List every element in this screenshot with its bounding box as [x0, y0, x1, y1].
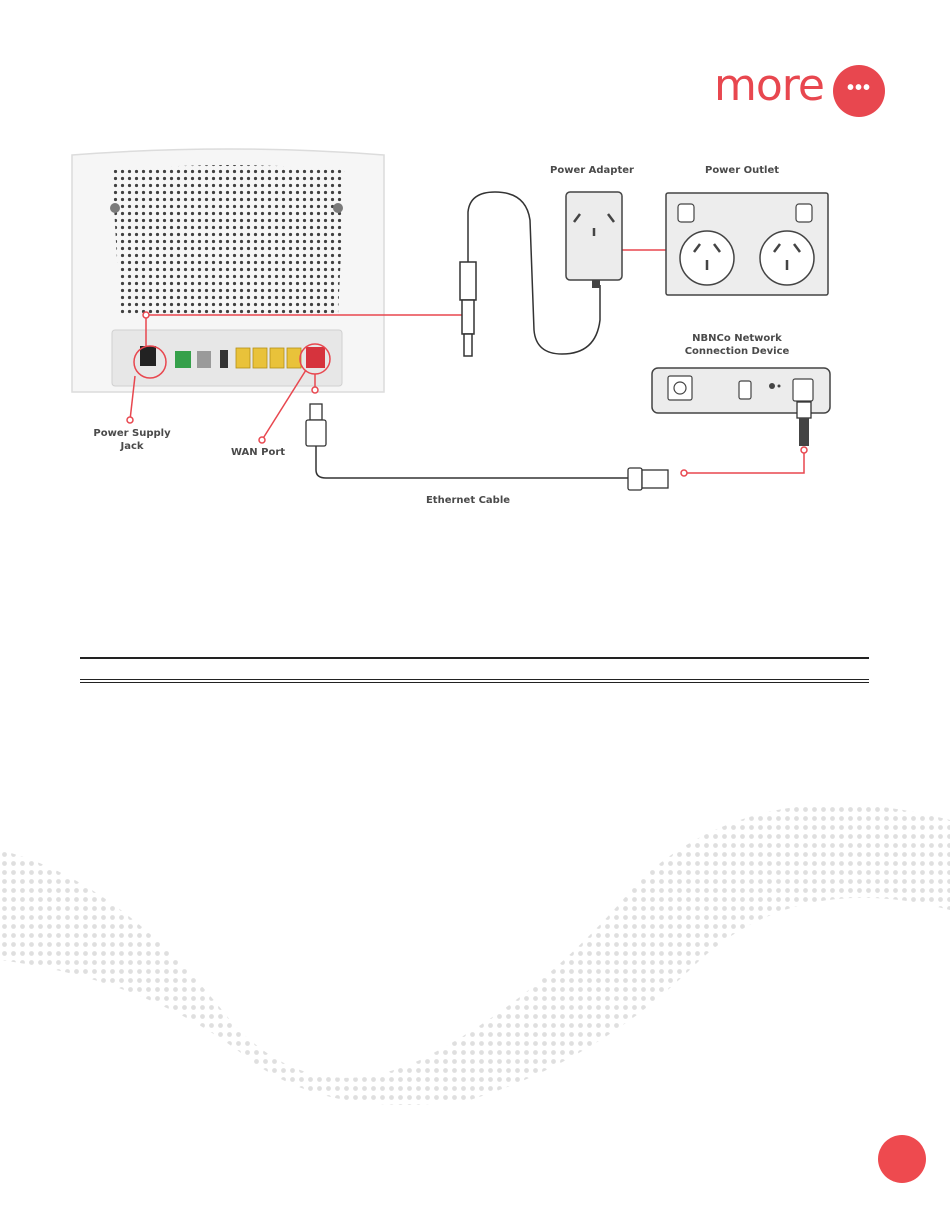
- wan-port: [306, 347, 325, 368]
- divider-top: [80, 657, 869, 659]
- power-outlet: [666, 193, 828, 295]
- nbn-device-label: NBNCo Network Connection Device: [672, 332, 802, 358]
- wan-port-label: WAN Port: [220, 446, 296, 459]
- logo-dots-icon: •••: [833, 65, 885, 117]
- divider-bottom: [80, 679, 869, 683]
- power-jack-port: [140, 346, 156, 366]
- power-adapter-label: Power Adapter: [546, 164, 638, 177]
- decorative-dot-wave: [0, 760, 950, 1120]
- diagram-artwork: [0, 140, 950, 520]
- screw-hole-icon: [333, 203, 343, 213]
- page-marker-dot: [878, 1135, 926, 1183]
- screw-hole-icon: [110, 203, 120, 213]
- power-adapter: [566, 192, 622, 288]
- power-supply-jack-label: Power Supply Jack: [92, 427, 172, 453]
- ethernet-cable-label: Ethernet Cable: [416, 494, 520, 507]
- dsl-port: [197, 351, 211, 368]
- ethernet-cable: [306, 402, 811, 490]
- connection-diagram: Power Adapter Power Outlet NBNCo Network…: [0, 140, 950, 520]
- more-logo: more •••: [714, 64, 886, 120]
- power-outlet-label: Power Outlet: [696, 164, 788, 177]
- usb-port: [220, 350, 228, 368]
- modem-rear: [72, 149, 384, 392]
- telephone-port: [175, 351, 191, 368]
- logo-wordmark: more: [714, 60, 824, 111]
